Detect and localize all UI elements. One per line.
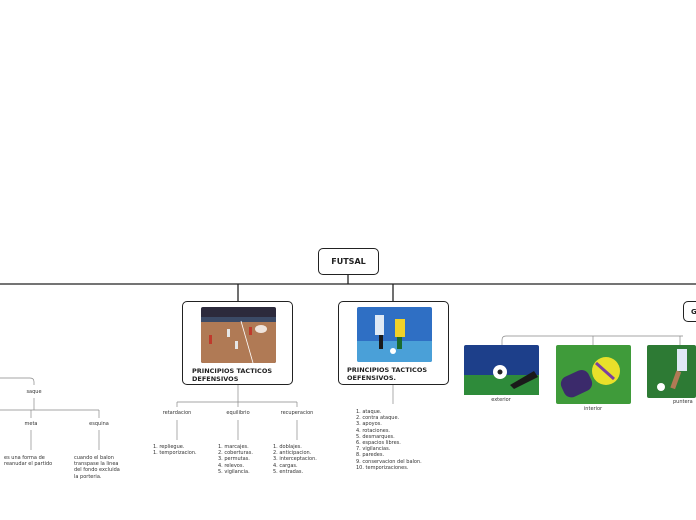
- retardacion-label[interactable]: retardacion: [163, 410, 192, 416]
- puntera-label[interactable]: puntera: [673, 399, 693, 405]
- esquina-note: cuando el balon transpase la linea del f…: [74, 455, 120, 480]
- saque-label[interactable]: saque: [26, 389, 41, 395]
- offensive-principles-node[interactable]: PRINCIPIOS TACTICOS OEFENSIVOS.: [338, 301, 449, 385]
- offensive-principles-title: PRINCIPIOS TACTICOS OEFENSIVOS.: [347, 366, 442, 382]
- exterior-label[interactable]: exterior: [491, 397, 511, 403]
- ball-kick-puntera-photo-icon: [647, 345, 696, 398]
- futsal-players-photo-icon: [357, 307, 432, 362]
- golpeo-label: G: [691, 308, 696, 316]
- interior-label[interactable]: interior: [584, 406, 602, 412]
- ball-kick-exterior-photo-icon: [464, 345, 539, 395]
- offensive-items: 1. ataque. 2. contra ataque. 3. apoyos. …: [356, 409, 422, 471]
- root-label: FUTSAL: [331, 257, 365, 266]
- ball-kick-interior-photo-icon: [556, 345, 631, 404]
- meta-label[interactable]: meta: [25, 421, 38, 427]
- defensive-principles-title: PRINCIPIOS TACTICOS DEFENSIVOS: [192, 367, 286, 383]
- golpeo-node[interactable]: G: [683, 301, 696, 322]
- equilibrio-label[interactable]: equilibrio: [226, 410, 249, 416]
- recuperacion-items: 1. doblajes. 2. anticipacion. 3. interce…: [273, 444, 317, 475]
- meta-note: es una forma de reanudar el partido: [4, 455, 52, 467]
- equilibrio-items: 1. marcajes. 2. coberturas. 3. permutas.…: [218, 444, 253, 475]
- defensive-principles-node[interactable]: PRINCIPIOS TACTICOS DEFENSIVOS: [182, 301, 293, 385]
- root-node-futsal[interactable]: FUTSAL: [318, 248, 379, 275]
- retardacion-items: 1. repliegue. 1. temporizacion.: [153, 444, 197, 456]
- futsal-match-photo-icon: [201, 307, 276, 363]
- recuperacion-label[interactable]: recuperacion: [281, 410, 314, 416]
- esquina-label[interactable]: esquina: [89, 421, 109, 427]
